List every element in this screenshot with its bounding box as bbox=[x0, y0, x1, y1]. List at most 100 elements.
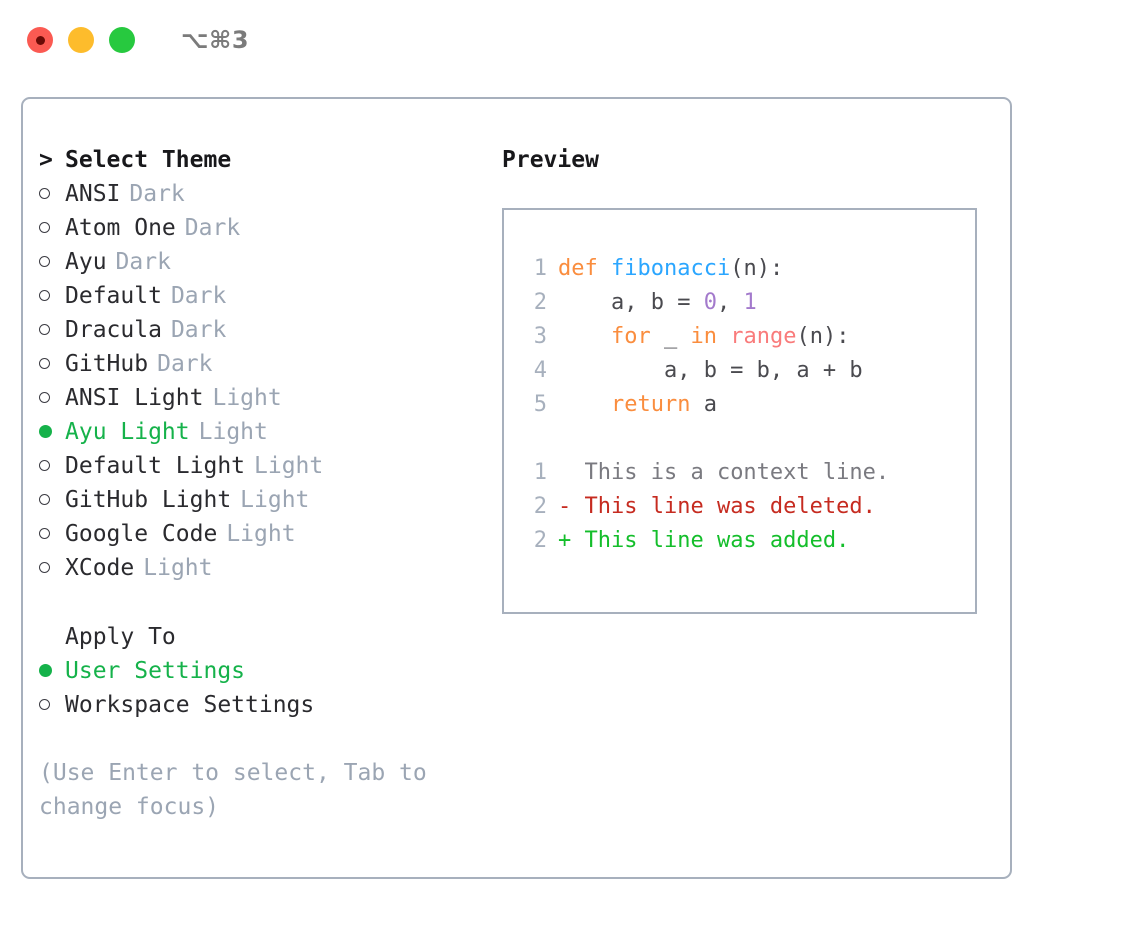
minimize-button[interactable] bbox=[68, 27, 94, 53]
diff-line-number: 1 bbox=[533, 460, 547, 485]
theme-option-variant-tag: Light bbox=[212, 385, 282, 411]
diff-marker bbox=[558, 460, 571, 485]
theme-option-variant-tag: Light bbox=[143, 555, 213, 581]
code-blank-line bbox=[521, 422, 969, 456]
code-line-content: def fibonacci(n): bbox=[558, 252, 783, 286]
code-token-pln: (n): bbox=[730, 256, 784, 281]
radio-unselected-icon bbox=[39, 551, 65, 585]
theme-option-label: ANSI bbox=[65, 181, 121, 207]
code-token-num: 1 bbox=[743, 290, 757, 315]
diff-line-content: This is a context line. bbox=[558, 456, 889, 490]
preview-header: Preview bbox=[502, 147, 599, 173]
code-line-content: a, b = 0, 1 bbox=[558, 286, 757, 320]
code-token-pln bbox=[558, 392, 611, 417]
diff-text: This line was added. bbox=[571, 528, 850, 553]
keyboard-hint-text: (Use Enter to select, Tab to change focu… bbox=[39, 760, 427, 820]
diff-line-content: - This line was deleted. bbox=[558, 490, 876, 524]
radio-unselected-icon bbox=[39, 483, 65, 517]
diff-text: This line was deleted. bbox=[571, 494, 876, 519]
diff-line-number: 2 bbox=[533, 494, 547, 519]
keyboard-shortcut-label: ⌥⌘3 bbox=[181, 26, 250, 54]
diff-text: This is a context line. bbox=[571, 460, 890, 485]
code-token-bi: range bbox=[730, 324, 797, 349]
theme-option-xcode[interactable]: XCode Light bbox=[39, 551, 469, 585]
apply-to-option-label: Workspace Settings bbox=[65, 692, 315, 718]
radio-unselected-icon bbox=[39, 449, 65, 483]
code-line-content: return a bbox=[558, 388, 717, 422]
theme-option-label: GitHub Light bbox=[65, 487, 232, 513]
code-line: 5 return a bbox=[521, 388, 969, 422]
radio-unselected-icon bbox=[39, 279, 65, 313]
code-token-pln: a, b = bbox=[558, 290, 704, 315]
code-line-content: for _ in range(n): bbox=[558, 320, 849, 354]
theme-option-default-light[interactable]: Default Light Light bbox=[39, 449, 469, 483]
theme-option-label: Atom One bbox=[65, 215, 176, 241]
code-token-kw: return bbox=[610, 392, 691, 417]
theme-option-variant-tag: Dark bbox=[184, 215, 241, 241]
code-line: 1 def fibonacci(n): bbox=[521, 252, 969, 286]
code-line-number: 4 bbox=[533, 358, 547, 383]
theme-option-label: Ayu bbox=[65, 249, 107, 275]
theme-option-label: Google Code bbox=[65, 521, 218, 547]
apply-to-option-workspace-settings[interactable]: Workspace Settings bbox=[39, 688, 469, 722]
code-token-pln: a bbox=[690, 392, 717, 417]
theme-option-github-light[interactable]: GitHub Light Light bbox=[39, 483, 469, 517]
apply-to-option-user-settings[interactable]: User Settings bbox=[39, 654, 469, 688]
code-line-content: a, b = b, a + b bbox=[558, 354, 863, 388]
radio-unselected-icon bbox=[39, 211, 65, 245]
code-token-num: 0 bbox=[703, 290, 717, 315]
radio-unselected-icon bbox=[39, 245, 65, 279]
theme-option-ayu[interactable]: Ayu Dark bbox=[39, 245, 469, 279]
theme-option-variant-tag: Light bbox=[240, 487, 310, 513]
theme-option-variant-tag: Light bbox=[254, 453, 324, 479]
theme-option-default[interactable]: Default Dark bbox=[39, 279, 469, 313]
diff-marker: - bbox=[558, 494, 572, 519]
theme-option-atom-one[interactable]: Atom One Dark bbox=[39, 211, 469, 245]
theme-option-google-code[interactable]: Google Code Light bbox=[39, 517, 469, 551]
diff-line-del: 2- This line was deleted. bbox=[521, 490, 969, 524]
diff-marker: + bbox=[558, 528, 572, 553]
code-line: 2 a, b = 0, 1 bbox=[521, 286, 969, 320]
radio-selected-icon bbox=[39, 654, 65, 688]
code-token-kw: for bbox=[610, 324, 651, 349]
radio-unselected-icon bbox=[39, 688, 65, 722]
theme-option-variant-tag: Light bbox=[226, 521, 296, 547]
code-token-kw: in bbox=[690, 324, 717, 349]
theme-option-label: ANSI Light bbox=[65, 385, 204, 411]
radio-selected-icon bbox=[39, 415, 65, 449]
diff-line-ctx: 1 This is a context line. bbox=[521, 456, 969, 490]
code-line-number: 1 bbox=[533, 256, 547, 281]
maximize-button[interactable] bbox=[109, 27, 135, 53]
radio-unselected-icon bbox=[39, 517, 65, 551]
radio-unselected-icon bbox=[39, 177, 65, 211]
theme-option-label: Default Light bbox=[65, 453, 246, 479]
code-token-pln bbox=[558, 324, 611, 349]
theme-option-label: Ayu Light bbox=[65, 419, 190, 445]
radio-unselected-icon bbox=[39, 313, 65, 347]
theme-option-variant-tag: Dark bbox=[115, 249, 171, 275]
theme-option-ansi-light[interactable]: ANSI Light Light bbox=[39, 381, 469, 415]
close-button[interactable] bbox=[27, 27, 53, 53]
diff-line-number: 2 bbox=[533, 528, 547, 553]
theme-option-label: XCode bbox=[65, 555, 135, 581]
code-line-number: 2 bbox=[533, 290, 547, 315]
code-token-fn: fibonacci bbox=[610, 256, 731, 281]
theme-option-variant-tag: Dark bbox=[170, 283, 227, 309]
code-line-number: 5 bbox=[533, 392, 547, 417]
theme-option-label: Default bbox=[65, 283, 162, 309]
code-token-pln: (n): bbox=[796, 324, 850, 349]
apply-to-header: Apply To bbox=[65, 624, 176, 650]
